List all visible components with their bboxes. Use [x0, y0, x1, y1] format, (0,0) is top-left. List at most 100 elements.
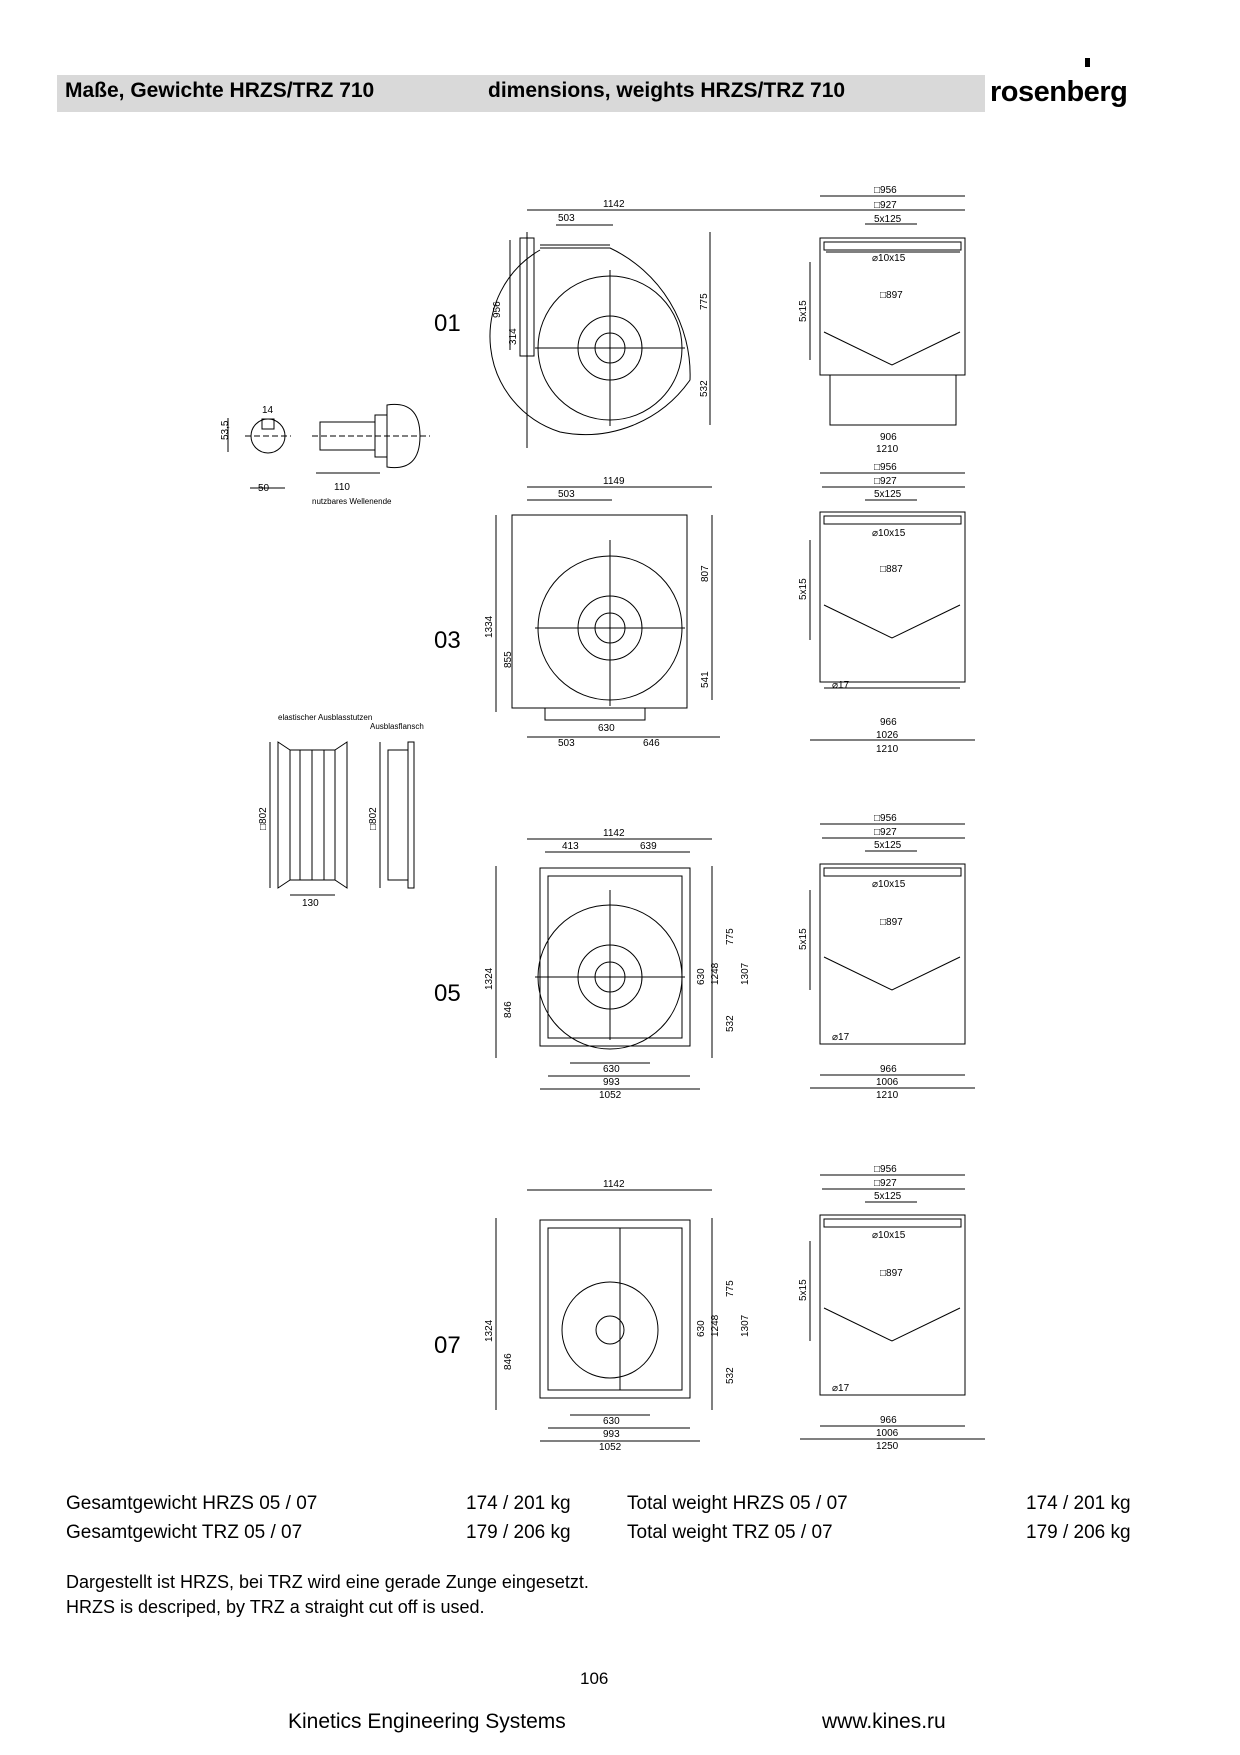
dim-label: 53,5 [220, 420, 231, 440]
dim-label: □897 [880, 290, 903, 301]
dim-label: 50 [258, 483, 270, 494]
dim-label: 775 [725, 928, 736, 945]
dim-label: 630 [696, 1320, 707, 1337]
variant-label-03: 03 [434, 627, 461, 654]
dim-label: 5x15 [798, 578, 809, 600]
dim-label: □887 [880, 564, 903, 575]
dim-label: 1052 [599, 1442, 622, 1453]
dim-label: □802 [258, 807, 269, 830]
dim-label: 532 [699, 380, 710, 397]
weight-value-en: 179 / 206 kg [1026, 1522, 1131, 1543]
weight-label-en: Total weight HRZS 05 / 07 [627, 1493, 848, 1514]
dim-label: 630 [598, 723, 615, 734]
dim-label: elastischer Ausblasstutzen [278, 713, 372, 722]
dim-label: 630 [696, 968, 707, 985]
dim-label: ⌀10x15 [872, 1230, 906, 1241]
side-view-05: □956 □927 5x125 ⌀10x15 5x15 □897 ⌀17 966… [798, 813, 975, 1101]
dim-label: 1149 [603, 476, 625, 487]
dim-label: 993 [603, 1077, 620, 1088]
dim-label: 1210 [876, 1090, 899, 1101]
dim-label: 1210 [876, 744, 899, 755]
dim-label: □956 [874, 185, 897, 196]
dim-label: 846 [503, 1001, 514, 1018]
dim-label: 541 [700, 671, 711, 688]
dim-label: 646 [643, 738, 660, 749]
dim-label: □956 [874, 813, 897, 824]
dim-label: 413 [562, 841, 579, 852]
dim-label: nutzbares Wellenende [312, 497, 392, 506]
dim-label: 1307 [740, 962, 751, 985]
front-view-01: 1142 503 956 314 775 532 [489, 199, 950, 448]
weight-label-de: Gesamtgewicht HRZS 05 / 07 [66, 1493, 318, 1514]
dim-label: 314 [508, 328, 519, 345]
front-view-03: 1149 503 1334 855 807 541 630 503 646 [484, 476, 720, 749]
dim-label: 1006 [876, 1428, 899, 1439]
dim-label: □927 [874, 1178, 897, 1189]
dim-label: ⌀10x15 [872, 879, 906, 890]
dim-label: 639 [640, 841, 657, 852]
dim-label: 1026 [876, 730, 899, 741]
dim-label: 532 [725, 1367, 736, 1384]
dim-label: 1334 [484, 615, 495, 638]
dim-label: □897 [880, 1268, 903, 1279]
dim-label: 1248 [710, 962, 721, 985]
dim-label: 5x125 [874, 1191, 902, 1202]
dim-label: 5x125 [874, 489, 902, 500]
dim-label: 966 [880, 717, 897, 728]
variant-label-01: 01 [434, 310, 461, 337]
dim-label: ⌀10x15 [872, 528, 906, 539]
shaft-detail-drawing: 14 53,5 50 110 nutzbares Wellenende [220, 403, 430, 506]
dim-label: 5x125 [874, 214, 902, 225]
footer-company: Kinetics Engineering Systems [288, 1710, 566, 1733]
dim-label: 1250 [876, 1441, 899, 1452]
side-view-01: □956 □927 5x125 ⌀10x15 5x15 □897 906 121… [798, 185, 966, 455]
note-de: Dargestellt ist HRZS, bei TRZ wird eine … [66, 1572, 589, 1592]
dim-label: 630 [603, 1416, 620, 1427]
dim-label: ⌀17 [832, 680, 850, 691]
header-title-en: dimensions, weights HRZS/TRZ 710 [488, 79, 846, 102]
page-number: 106 [580, 1669, 609, 1688]
dim-label: Ausblasflansch [370, 722, 424, 731]
dim-label: ⌀17 [832, 1383, 850, 1394]
dim-label: 5x15 [798, 300, 809, 322]
dim-label: 5x125 [874, 840, 902, 851]
side-view-07: □956 □927 5x125 ⌀10x15 5x15 □897 ⌀17 966… [798, 1164, 985, 1452]
dim-label: □802 [368, 807, 379, 830]
weight-label-en: Total weight TRZ 05 / 07 [627, 1522, 833, 1543]
dim-label: 1324 [484, 967, 495, 990]
header-title-de: Maße, Gewichte HRZS/TRZ 710 [65, 79, 375, 102]
dim-label: 855 [503, 651, 514, 668]
dim-label: 1142 [603, 1179, 625, 1190]
dim-label: 993 [603, 1429, 620, 1440]
dim-label: □927 [874, 200, 897, 211]
dim-label: ⌀17 [832, 1032, 850, 1043]
weight-value-de: 174 / 201 kg [466, 1493, 571, 1514]
dim-label: ⌀10x15 [872, 253, 906, 264]
dim-label: 775 [699, 293, 710, 310]
front-view-05: 1142 413 639 1324 846 775 532 630 1248 1… [484, 828, 751, 1101]
dim-label: 14 [262, 405, 274, 416]
dim-label: □956 [874, 1164, 897, 1175]
variant-label-05: 05 [434, 980, 461, 1007]
dim-label: 966 [880, 1064, 897, 1075]
front-view-07: 1142 1324 846 775 532 630 1248 1307 630 … [484, 1179, 751, 1453]
dim-label: 966 [880, 1415, 897, 1426]
dim-label: 5x15 [798, 1279, 809, 1301]
flex-connector-drawing: elastischer Ausblasstutzen Ausblasflansc… [258, 713, 424, 909]
dim-label: □927 [874, 827, 897, 838]
dim-label: 5x15 [798, 928, 809, 950]
variant-label-07: 07 [434, 1332, 461, 1359]
dim-label: 130 [302, 898, 319, 909]
dim-label: 1142 [603, 828, 625, 839]
dim-label: 846 [503, 1353, 514, 1370]
header-bar [57, 75, 985, 112]
dim-label: 503 [558, 213, 575, 224]
dim-label: 1210 [876, 444, 899, 455]
dim-label: 1324 [484, 1319, 495, 1342]
rosenberg-logo: rosenberg [990, 76, 1128, 108]
dim-label: 807 [700, 565, 711, 582]
dim-label: 1248 [710, 1314, 721, 1337]
dim-label: 630 [603, 1064, 620, 1075]
side-view-03: □956 □927 5x125 ⌀10x15 5x15 □887 ⌀17 966… [798, 462, 975, 755]
